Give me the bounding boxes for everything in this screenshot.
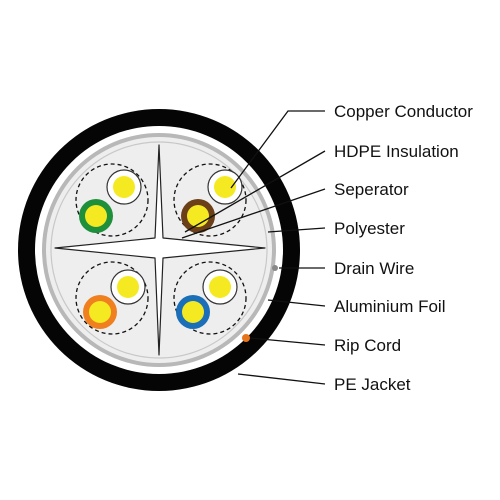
label-drain-wire: Drain Wire xyxy=(334,259,414,278)
pair-twist-bottom-left xyxy=(75,261,149,335)
pair-twist-bottom-right xyxy=(173,261,247,335)
leader-polyester xyxy=(267,227,326,233)
rip-cord xyxy=(242,334,250,342)
leader-pe-jacket xyxy=(237,373,326,385)
leader-hdpe-insulation xyxy=(184,150,326,233)
conductor-core-tr-white xyxy=(214,176,236,198)
separator xyxy=(54,144,266,356)
label-seperator: Seperator xyxy=(334,180,409,199)
label-polyester: Polyester xyxy=(334,219,405,238)
leader-seperator xyxy=(181,188,326,239)
label-rip-cord: Rip Cord xyxy=(334,336,401,355)
leader-aluminium-foil xyxy=(267,299,326,307)
conductor-core-green xyxy=(85,205,107,227)
leader-rip-cord xyxy=(249,337,326,346)
label-copper-conductor: Copper Conductor xyxy=(334,102,473,121)
conductor-core-brown xyxy=(187,205,209,227)
label-hdpe-insulation: HDPE Insulation xyxy=(334,142,459,161)
polyester-outline xyxy=(50,141,268,359)
conductor-core-br-white xyxy=(209,276,231,298)
label-aluminium-foil: Aluminium Foil xyxy=(334,297,445,316)
conductor-core-bl-white xyxy=(117,276,139,298)
pair-twist-top-left xyxy=(75,163,149,237)
conductor-core-orange xyxy=(89,301,111,323)
conductor-core-tl-white xyxy=(113,176,135,198)
drain-wire xyxy=(272,265,278,271)
leader-copper-conductor xyxy=(230,110,325,189)
conductor-core-blue xyxy=(182,301,204,323)
pair-twist-top-right xyxy=(173,163,247,237)
label-pe-jacket: PE Jacket xyxy=(334,375,411,394)
